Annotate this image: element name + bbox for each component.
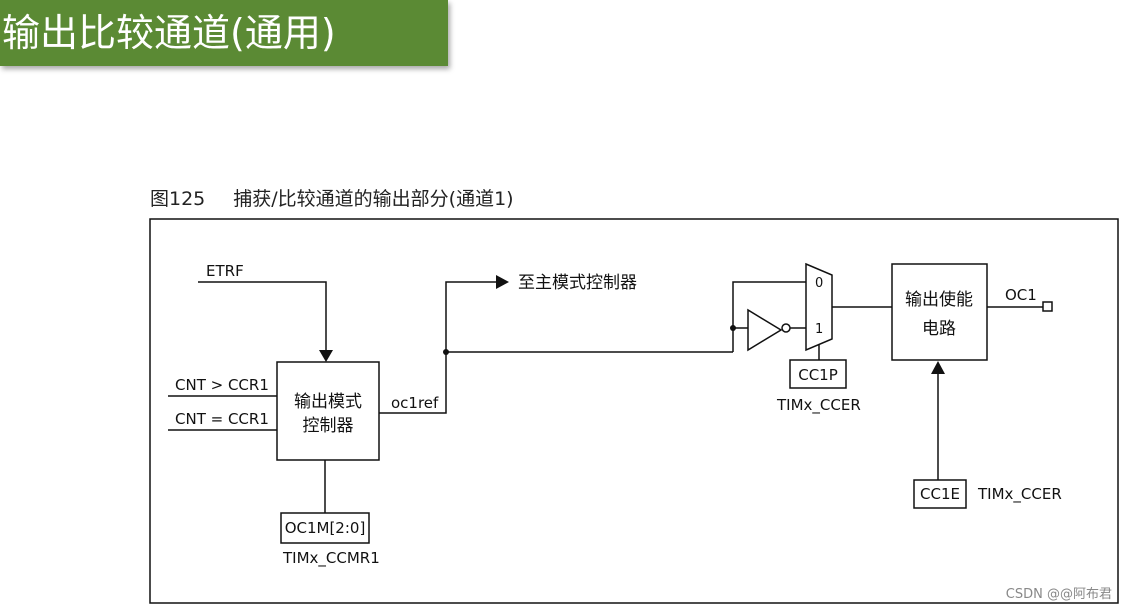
- figure-caption: 图125 捕获/比较通道的输出部分(通道1): [150, 184, 514, 211]
- figure-panel: [126, 178, 1128, 612]
- cc1e-arrowhead: [931, 361, 945, 374]
- etrf-label: ETRF: [206, 262, 244, 280]
- oc1ref-label: oc1ref: [391, 394, 439, 412]
- mux-0-label: 0: [815, 276, 823, 291]
- cc1e-label: CC1E: [920, 485, 960, 503]
- figure-number: 图125: [150, 188, 206, 210]
- enable-label-2: 电路: [922, 319, 956, 339]
- oc1m-label: OC1M[2:0]: [285, 519, 366, 537]
- inverter-triangle: [747, 308, 783, 352]
- mux-1-label: 1: [815, 322, 823, 337]
- ccer-top-label: TIMx_CCER: [776, 396, 861, 415]
- output-mode-controller-block: [276, 361, 380, 461]
- oc1m-register-box: [280, 512, 370, 544]
- cnt-gt-label: CNT > CCR1: [175, 376, 269, 394]
- cc1p-label: CC1P: [798, 366, 838, 384]
- junction-dot-1: [443, 349, 449, 355]
- cc1p-register-box: [789, 359, 847, 389]
- output-enable-circuit-block: [891, 263, 988, 361]
- to-master-label: 至主模式控制器: [518, 273, 637, 293]
- etrf-line: [198, 281, 327, 352]
- enable-label-1: 输出使能: [905, 289, 973, 310]
- cnt-eq-label: CNT = CCR1: [175, 410, 269, 428]
- diagram-frame: [149, 218, 1119, 604]
- etrf-arrowhead: [319, 350, 333, 362]
- cc1e-register-box: [913, 479, 967, 509]
- controller-label-1: 输出模式: [294, 392, 362, 412]
- output-polarity-mux: [805, 262, 833, 352]
- master-arrowhead: [496, 275, 509, 289]
- oc1-output-pin: [1042, 301, 1053, 312]
- slide-title-banner: 输出比较通道(通用): [0, 0, 448, 66]
- controller-label-2: 控制器: [303, 416, 354, 436]
- figure-caption-text: 捕获/比较通道的输出部分(通道1): [233, 188, 514, 210]
- ccer-bottom-label: TIMx_CCER: [977, 485, 1062, 504]
- oc1ref-up-line: [379, 281, 496, 414]
- watermark: CSDN @@阿布君: [1005, 587, 1112, 602]
- oc1-label: OC1: [1005, 286, 1037, 304]
- inverter-bubble: [781, 323, 791, 333]
- ccmr1-label: TIMx_CCMR1: [282, 549, 380, 568]
- mux-input-0-line: [732, 281, 806, 352]
- junction-dot-2: [730, 325, 736, 331]
